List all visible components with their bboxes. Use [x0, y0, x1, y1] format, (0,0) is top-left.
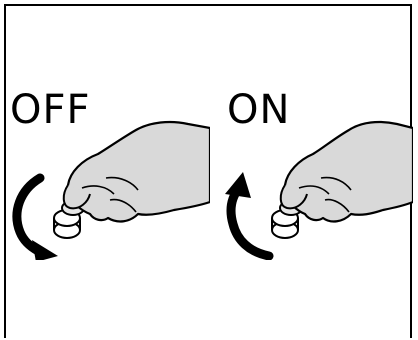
on-panel: ON: [213, 90, 413, 260]
hand-icon: [68, 122, 210, 221]
off-panel: OFF: [10, 90, 210, 260]
counterclockwise-arrow-icon: [225, 172, 269, 256]
hand-icon: [285, 122, 413, 221]
off-label: OFF: [10, 90, 91, 134]
clockwise-arrow-icon: [17, 178, 58, 260]
on-label: ON: [227, 90, 290, 134]
